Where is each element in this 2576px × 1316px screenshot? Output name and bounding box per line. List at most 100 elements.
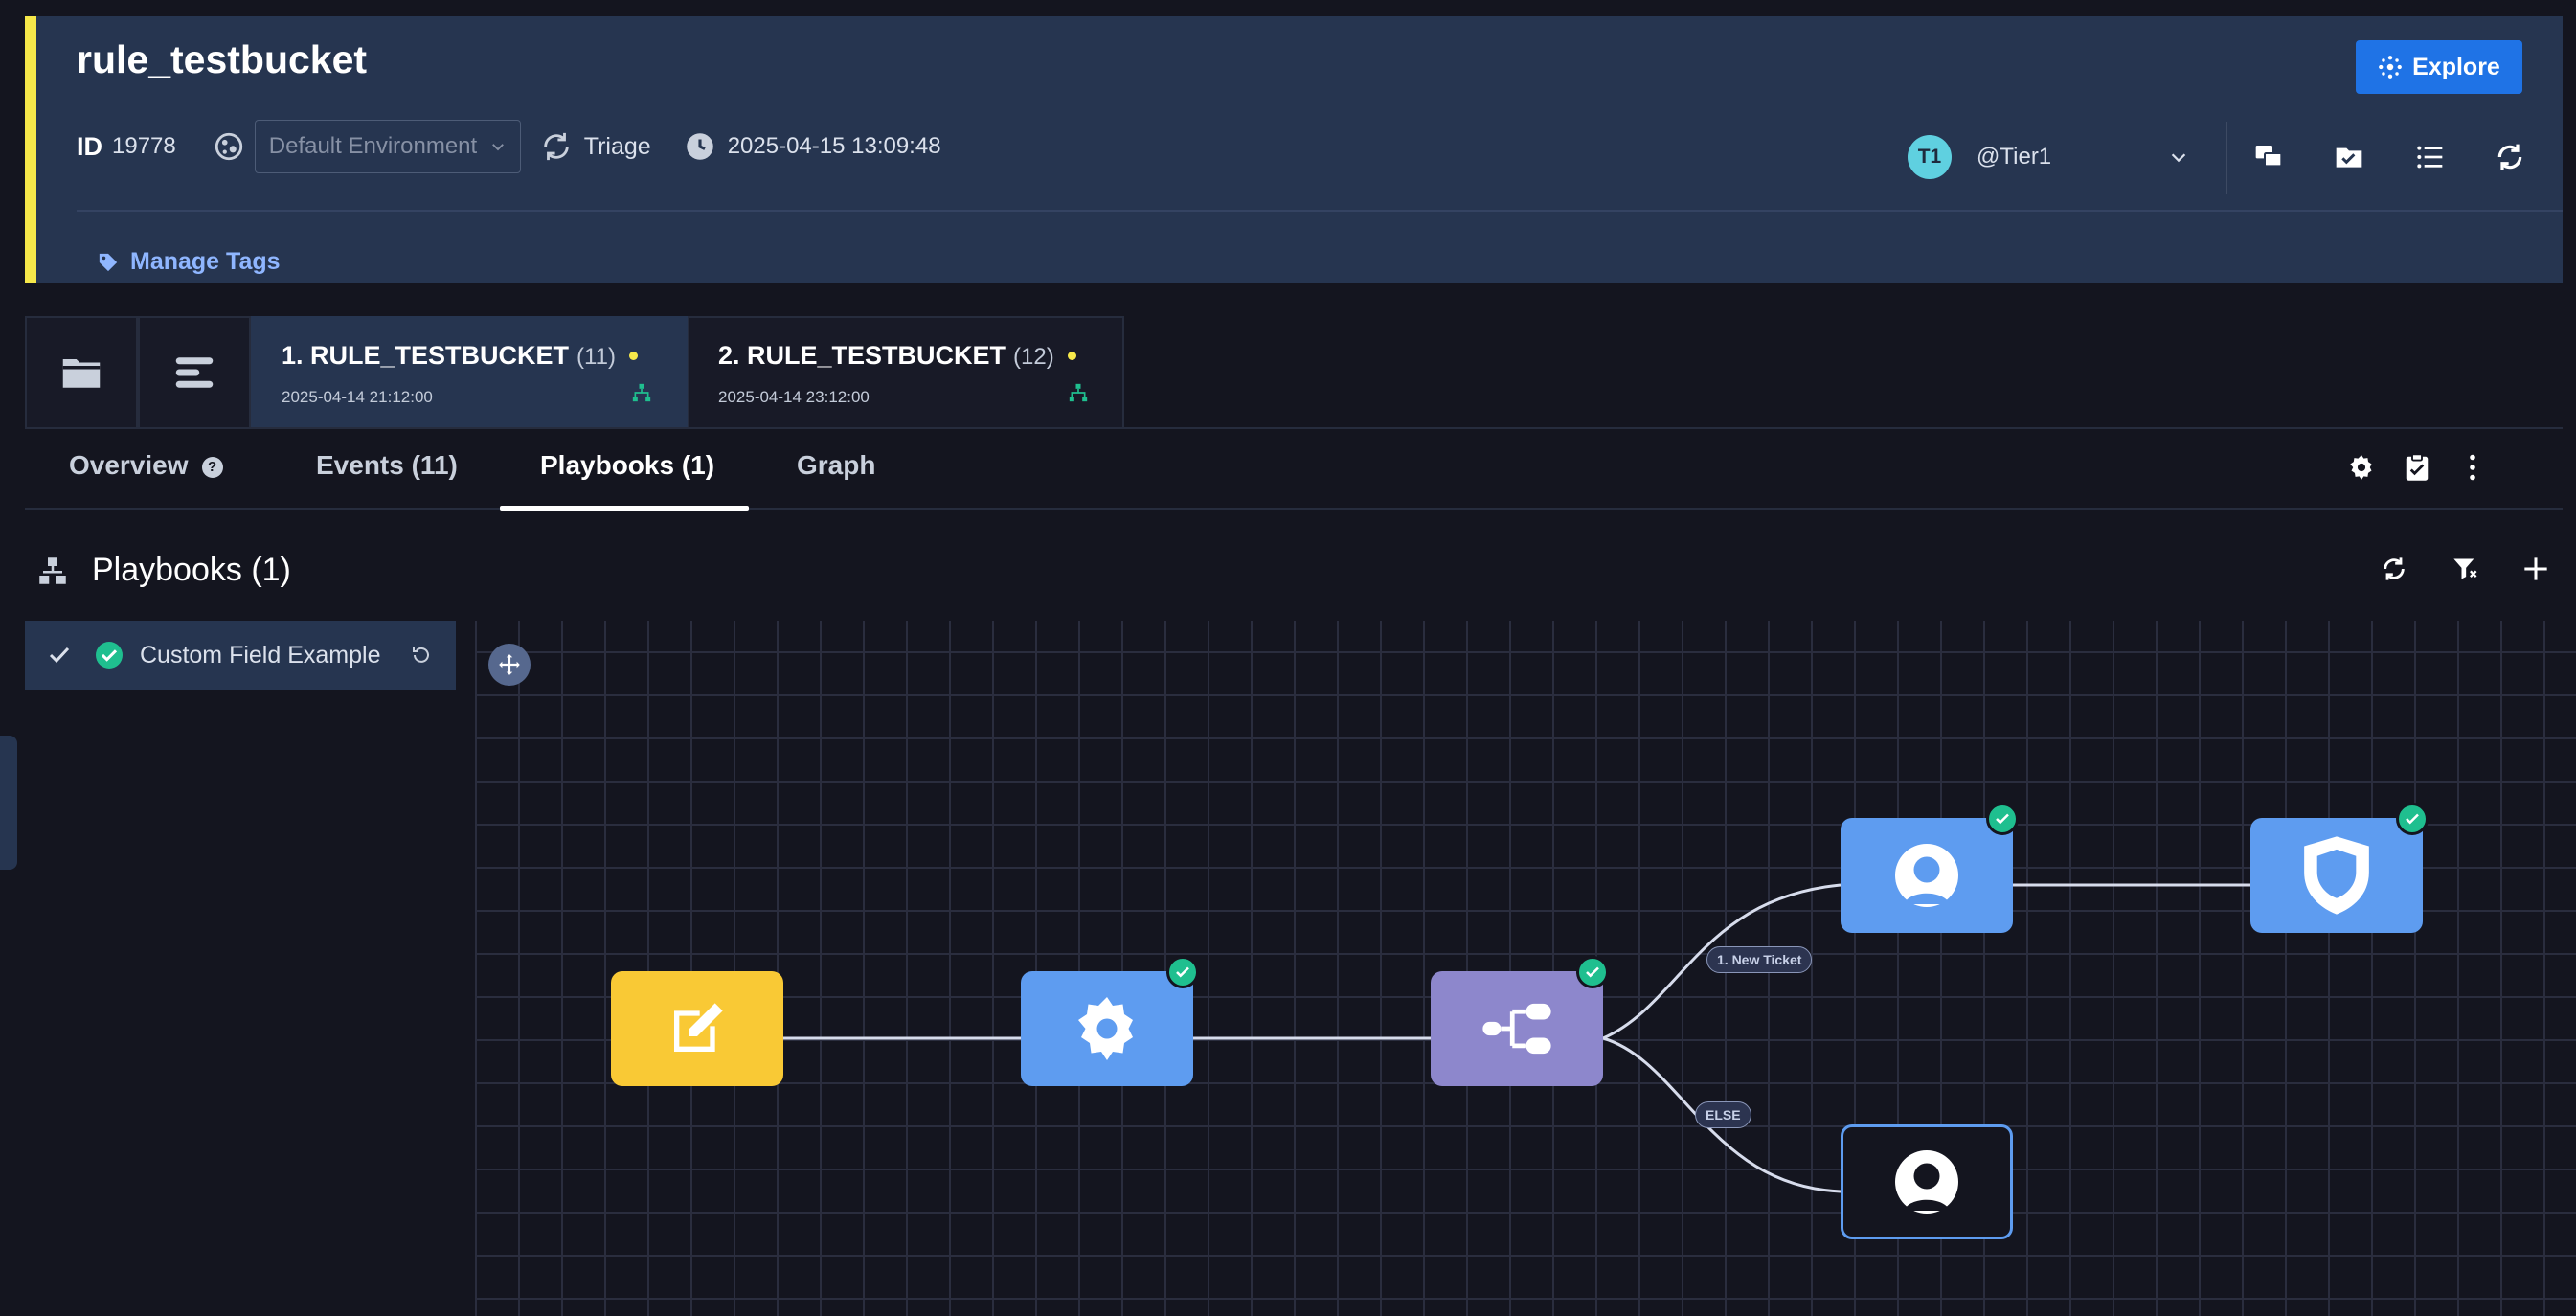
playbooks-heading: Playbooks (1)	[38, 552, 291, 589]
case-meta-row: ID 19778 Default Environment Triage 2025…	[77, 120, 941, 173]
settings-button[interactable]	[2348, 452, 2375, 483]
chat-icon	[2255, 146, 2283, 168]
ticket-node[interactable]	[1841, 803, 2019, 933]
else-ticket-node[interactable]	[1841, 1124, 2013, 1239]
check-icon	[2406, 813, 2419, 825]
playbook-list-item[interactable]: Custom Field Example	[25, 621, 456, 690]
alert-status-dot	[1067, 352, 1076, 361]
assignee-select[interactable]: T1 @Tier1	[1908, 135, 2189, 179]
alert-tab-name: 1. RULE_TESTBUCKET	[282, 341, 570, 370]
user-icon	[1895, 844, 1958, 907]
stack-icon	[175, 357, 214, 388]
trigger-node[interactable]	[611, 971, 783, 1086]
assignee-name: @Tier1	[1977, 144, 2052, 170]
filter-playbooks-button[interactable]	[2450, 554, 2480, 584]
action-node[interactable]	[1021, 956, 1199, 1086]
alert-tab-1[interactable]: 1. RULE_TESTBUCKET(11) 2025-04-14 21:12:…	[251, 316, 688, 427]
user-icon	[1895, 1150, 1958, 1214]
case-title: rule_testbucket	[77, 37, 368, 81]
case-id-label: ID	[77, 131, 102, 161]
explore-icon	[2379, 56, 2403, 79]
playbook-icon	[1069, 383, 1088, 402]
alert-tab-count: (11)	[576, 344, 616, 370]
playbook-icon	[39, 556, 66, 584]
active-tab-indicator	[500, 506, 749, 511]
case-header: rule_testbucket ID 19778 Default Environ…	[25, 16, 2563, 283]
plus-icon	[2524, 557, 2547, 580]
tag-icon	[99, 253, 118, 271]
help-icon[interactable]: ?	[201, 456, 223, 478]
playbooks-toolbar	[2379, 554, 2551, 584]
chevron-down-icon	[491, 144, 504, 151]
clock-icon	[686, 133, 713, 160]
tab-overview-label: Overview	[69, 450, 189, 480]
edit-icon	[674, 1003, 723, 1052]
sidebar-toggle-handle[interactable]	[0, 736, 17, 870]
playbook-canvas[interactable]: 1. New Ticket ELSE	[475, 621, 2576, 1316]
playbook-name: Custom Field Example	[140, 641, 381, 669]
check-icon	[1586, 966, 1599, 978]
check-icon	[1176, 966, 1189, 978]
refresh-playbooks-button[interactable]	[2379, 554, 2409, 584]
more-button[interactable]	[2459, 452, 2486, 483]
folder-icon	[62, 359, 101, 388]
list-button[interactable]	[2409, 137, 2450, 177]
header-separator	[2226, 122, 2227, 194]
header-divider	[77, 210, 2563, 212]
case-id-value: 19778	[112, 133, 176, 159]
tab-overview[interactable]: Overview?	[69, 450, 223, 481]
filter-icon	[2453, 558, 2477, 579]
alert-tab-count: (12)	[1013, 344, 1054, 370]
playbook-icon	[632, 383, 651, 402]
tab-events[interactable]: Events (11)	[316, 450, 458, 480]
case-nav-tabs: Overview? Events (11) Playbooks (1) Grap…	[25, 427, 2563, 511]
flow-node[interactable]	[1431, 956, 1609, 1086]
alert-tab-name: 2. RULE_TESTBUCKET	[718, 341, 1006, 370]
explore-label: Explore	[2412, 53, 2500, 80]
shield-icon	[2304, 836, 2369, 915]
rerun-icon[interactable]	[410, 644, 433, 667]
flow-icon	[1482, 1003, 1551, 1055]
alert-status-dot	[628, 352, 638, 361]
edge-label-new-ticket[interactable]: 1. New Ticket	[1706, 946, 1813, 973]
explore-button[interactable]: Explore	[2356, 40, 2522, 94]
alert-tab-date: 2025-04-14 21:12:00	[282, 388, 433, 406]
block-node[interactable]	[2250, 803, 2429, 933]
more-vertical-icon	[2470, 454, 2475, 481]
gear-icon	[1078, 997, 1133, 1060]
gear-icon	[2350, 455, 2372, 480]
chat-button[interactable]	[2248, 137, 2289, 177]
environment-select[interactable]: Default Environment	[254, 120, 521, 173]
manage-tags-label: Manage Tags	[130, 248, 281, 275]
alert-tab-date: 2025-04-14 23:12:00	[718, 388, 870, 406]
move-canvas-button[interactable]	[488, 644, 531, 686]
refresh-icon	[2497, 144, 2522, 170]
add-playbook-button[interactable]	[2520, 554, 2551, 584]
environment-icon	[215, 132, 242, 161]
sync-icon	[544, 132, 569, 161]
refresh-button[interactable]	[2490, 137, 2530, 177]
success-icon	[96, 642, 123, 669]
manage-tags-link[interactable]: Manage Tags	[98, 248, 281, 276]
tab-graph[interactable]: Graph	[797, 450, 876, 480]
header-toolbar	[2248, 137, 2530, 177]
case-overview-tab[interactable]	[138, 316, 251, 427]
tab-playbooks[interactable]: Playbooks (1)	[540, 450, 715, 480]
success-badge	[2396, 803, 2429, 835]
stage-label[interactable]: Triage	[583, 132, 651, 160]
success-badge	[1576, 956, 1609, 988]
clipboard-button[interactable]	[2404, 452, 2430, 483]
alert-tab-2[interactable]: 2. RULE_TESTBUCKET (12) 2025-04-14 23:12:…	[688, 316, 1124, 427]
chevron-down-icon	[2171, 153, 2186, 163]
playbooks-title: Playbooks (1)	[92, 552, 291, 588]
case-folder-tab[interactable]	[25, 316, 138, 427]
environment-value: Default Environment	[268, 133, 478, 159]
check-icon	[49, 647, 70, 664]
close-case-button[interactable]	[2329, 137, 2369, 177]
avatar: T1	[1908, 135, 1952, 179]
success-badge	[1166, 956, 1199, 988]
edge-label-else[interactable]: ELSE	[1695, 1101, 1751, 1128]
alert-tabs: 1. RULE_TESTBUCKET(11) 2025-04-14 21:12:…	[25, 316, 1124, 427]
check-icon	[1996, 813, 2009, 825]
clipboard-icon	[2406, 453, 2429, 481]
